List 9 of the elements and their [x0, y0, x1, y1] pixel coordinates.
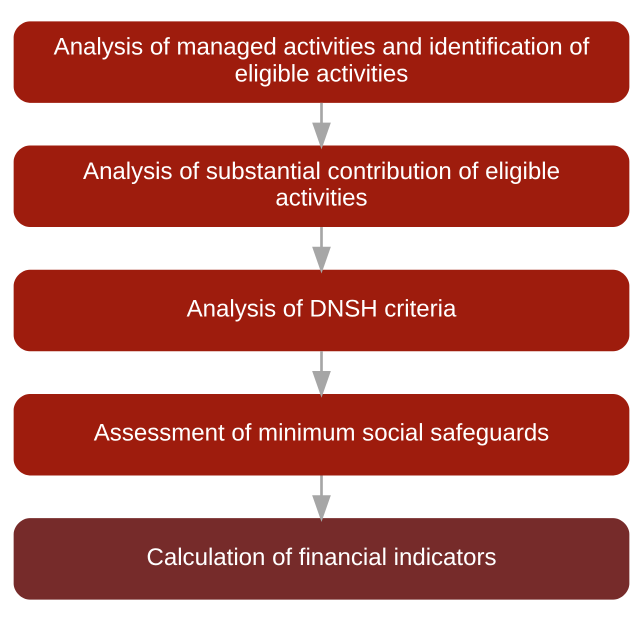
- arrow: [312, 102, 331, 150]
- node-box: Calculation of financial indicators: [14, 518, 630, 600]
- arrow: [312, 476, 331, 522]
- arrow: [312, 351, 331, 398]
- node-box: Assessment of minimum social safeguards: [14, 394, 630, 476]
- node-box: Analysis of substantial contribution of eligible activities: [14, 146, 630, 228]
- node-box: Analysis of managed activities and identification of eligible activities: [14, 21, 630, 103]
- node-box: Analysis of DNSH criteria: [14, 270, 630, 352]
- arrow: [312, 227, 331, 274]
